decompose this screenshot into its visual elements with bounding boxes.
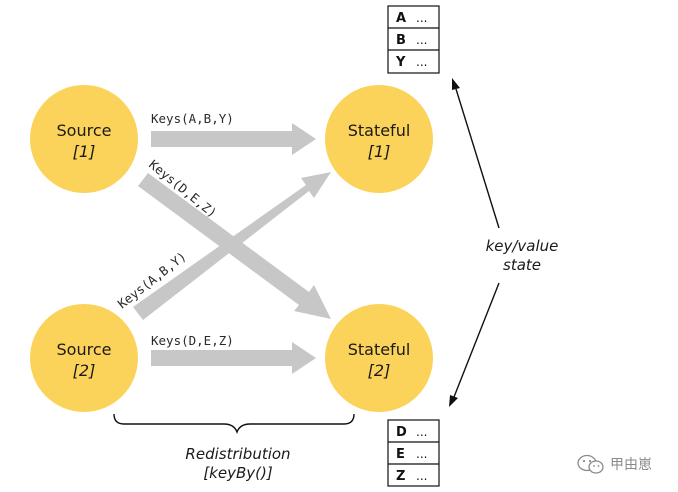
state-arrow-up-head: [452, 78, 460, 90]
state-table-top-key: Y: [395, 55, 406, 70]
stateful-node-1: Stateful [1]: [325, 85, 433, 193]
state-table-bottom-value: ...: [416, 447, 427, 461]
state-table-bottom-value: ...: [416, 425, 427, 439]
state-table-bottom-key: D: [396, 425, 407, 440]
state-table-bottom-key: Z: [396, 469, 405, 484]
redistribution-brace: [113, 413, 355, 434]
source-node-1-index: [1]: [73, 142, 96, 161]
state-arrow-down-shaft: [453, 282, 500, 398]
state-table-bottom-key: E: [396, 447, 405, 462]
stateful-node-2-index: [2]: [368, 361, 391, 380]
source-node-1-circle: [30, 85, 138, 193]
arrow-source1-to-stateful1: [151, 123, 316, 155]
state-table-bottom-value: ...: [416, 469, 427, 483]
state-table-top: A ... B ... Y ...: [387, 5, 440, 74]
source-node-2: Source [2]: [30, 304, 138, 412]
source-node-1-title: Source: [57, 121, 112, 140]
stateful-node-2: Stateful [2]: [325, 304, 433, 412]
edge-label-s2-st2: Keys(D,E,Z): [151, 333, 234, 348]
state-pointer-arrows: [449, 78, 500, 407]
stateful-node-1-index: [1]: [368, 142, 391, 161]
state-table-top-value: ...: [416, 11, 427, 25]
state-arrow-up-shaft: [455, 88, 500, 229]
state-arrow-down-head: [449, 395, 458, 407]
state-table-top-value: ...: [416, 55, 427, 69]
wechat-icon: [577, 454, 604, 474]
arrow-source2-to-stateful2: [151, 342, 316, 374]
redistribution-label-line2: [keyBy()]: [203, 464, 273, 482]
state-table-top-frame: [387, 5, 440, 74]
state-table-top-key: A: [396, 11, 406, 26]
stateful-node-2-title: Stateful: [348, 340, 411, 359]
source-node-2-title: Source: [57, 340, 112, 359]
state-label-line1: key/value: [486, 237, 559, 255]
stateful-node-2-circle: [325, 304, 433, 412]
arrow-source2-to-stateful1: [133, 172, 331, 320]
state-table-top-key: B: [396, 33, 406, 48]
state-table-top-value: ...: [416, 33, 427, 47]
state-table-bottom-frame: [387, 419, 440, 487]
edge-label-s1-st1: Keys(A,B,Y): [151, 111, 234, 126]
source-node-2-circle: [30, 304, 138, 412]
state-table-bottom: D ... E ... Z ...: [387, 419, 440, 487]
source-node-1: Source [1]: [30, 85, 138, 193]
stateful-node-1-title: Stateful: [348, 121, 411, 140]
watermark: 甲由崽: [577, 454, 652, 474]
redistribution-arrows: [133, 123, 331, 374]
state-label-line2: state: [503, 256, 541, 274]
source-node-2-index: [2]: [73, 361, 96, 380]
watermark-text: 甲由崽: [610, 457, 652, 473]
stateful-node-1-circle: [325, 85, 433, 193]
redistribution-label-line1: Redistribution: [185, 445, 290, 463]
